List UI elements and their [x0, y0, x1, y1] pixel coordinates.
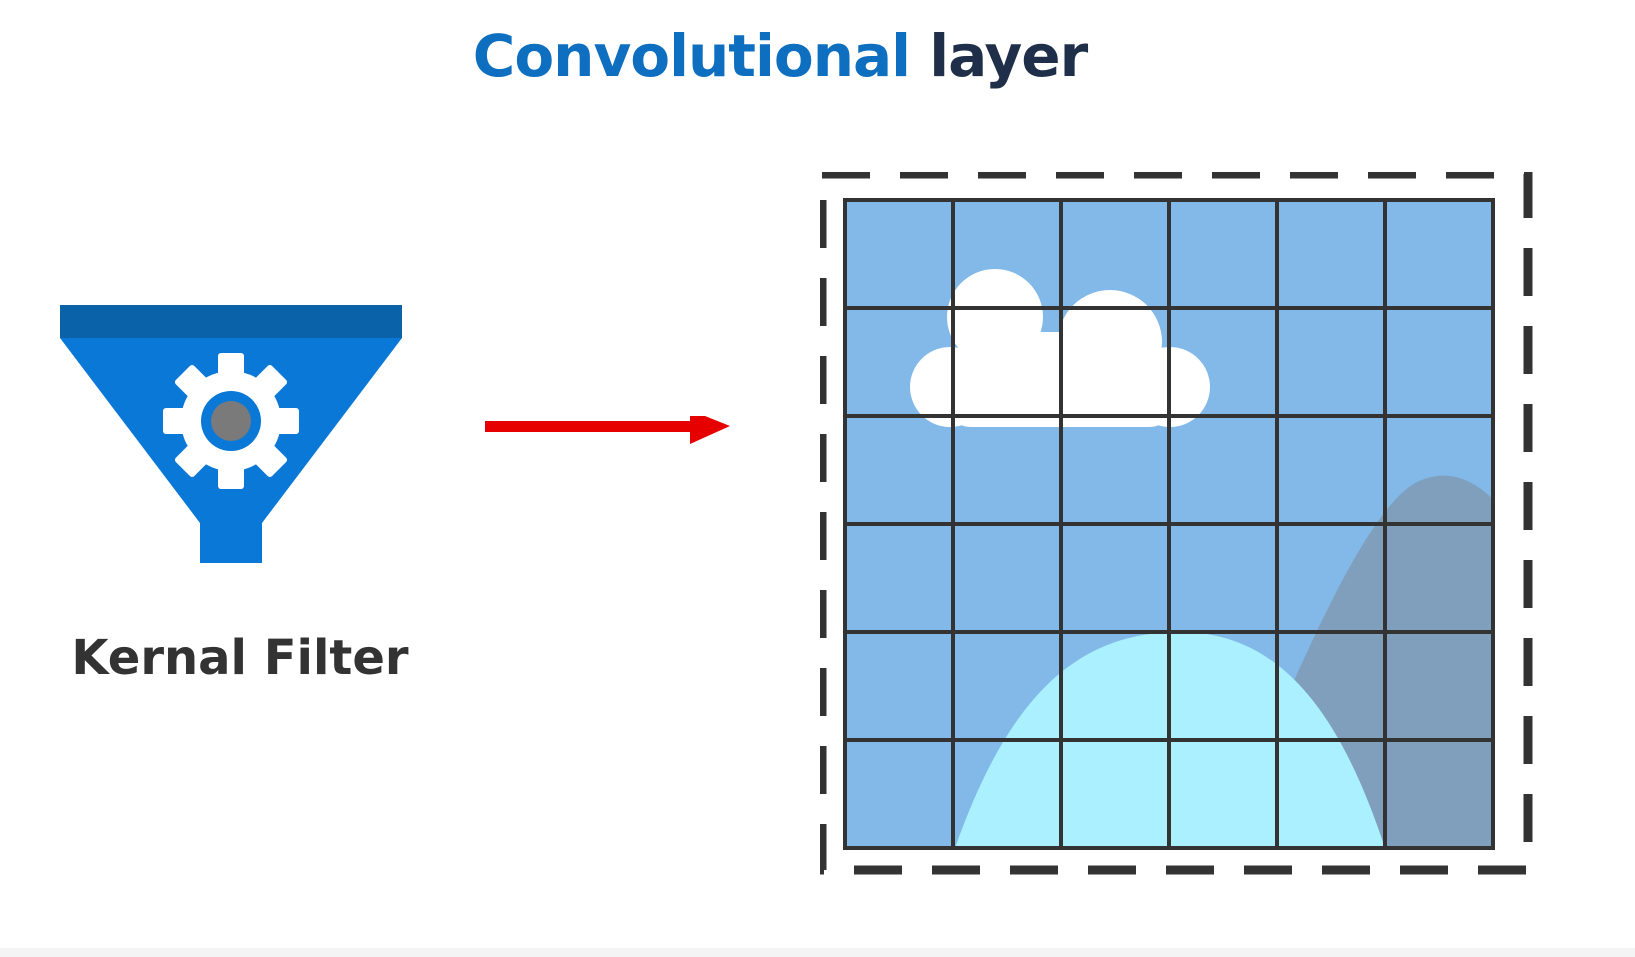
funnel-gear-icon	[60, 305, 410, 570]
page-title: Convolutional layer	[0, 22, 1560, 90]
title-word-convolutional: Convolutional	[472, 22, 911, 90]
arrow-right-icon	[485, 410, 745, 466]
kernel-filter-label: Kernal Filter	[71, 630, 409, 686]
title-word-layer: layer	[929, 22, 1088, 90]
bottom-strip	[0, 948, 1635, 957]
image-grid-icon	[817, 169, 1565, 912]
